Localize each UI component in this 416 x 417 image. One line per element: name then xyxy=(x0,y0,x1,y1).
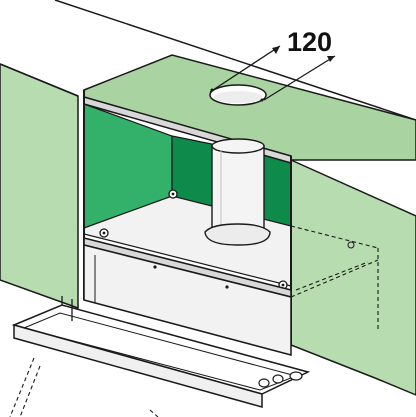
hidden-edge-lines xyxy=(9,225,379,417)
right-wall-cabinet xyxy=(290,158,416,396)
exhaust-duct-pipe xyxy=(204,138,271,246)
hood-body xyxy=(83,244,292,356)
duct-opening xyxy=(209,84,267,106)
control-knobs xyxy=(258,371,303,388)
dimension-label: 120 xyxy=(287,27,332,57)
left-wall-cabinet xyxy=(0,63,79,310)
pull-out-visor xyxy=(11,296,311,408)
mounting-screws xyxy=(99,189,355,290)
diameter-dimension: 120 xyxy=(209,27,336,102)
